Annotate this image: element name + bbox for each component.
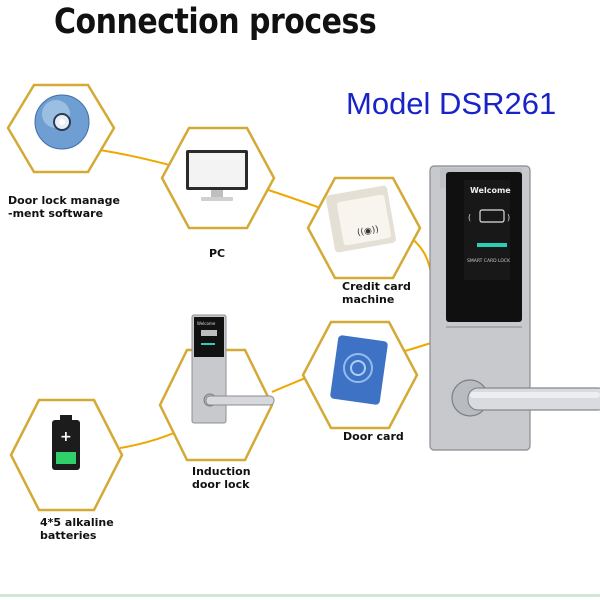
- label-batteries: 4*5 alkaline batteries: [40, 516, 114, 542]
- cd-icon: [34, 94, 90, 150]
- label-batteries-line1: 4*5 alkaline: [40, 516, 114, 529]
- svg-text:(: (: [468, 213, 471, 222]
- label-door-card: Door card: [343, 430, 404, 443]
- model-name: Model DSR261: [346, 86, 557, 121]
- label-software-line2: -ment software: [8, 207, 104, 220]
- page-title: Connection process: [54, 2, 377, 43]
- label-pc: PC: [209, 247, 226, 260]
- svg-text:+: +: [60, 429, 72, 445]
- label-credit-card-machine-line1: Credit card: [342, 280, 411, 293]
- rfid-card-icon: [330, 335, 388, 405]
- svg-text:((◉)): ((◉)): [356, 225, 379, 239]
- label-induction-lock-line1: Induction: [192, 465, 251, 478]
- monitor-icon: [186, 150, 248, 201]
- label-credit-card-machine: Credit card machine: [342, 280, 411, 306]
- label-induction-lock-line2: door lock: [192, 478, 250, 491]
- card-reader-icon: ((◉)): [326, 185, 396, 253]
- large-lock-brand: SMART CARD LOCK: [467, 258, 511, 264]
- large-lock-welcome: Welcome: [470, 186, 511, 195]
- label-credit-card-machine-line2: machine: [342, 293, 395, 306]
- large-door-lock: Welcome ( ) SMART CARD LOCK: [429, 165, 600, 451]
- svg-text:): ): [507, 213, 510, 222]
- battery-icon: +: [52, 415, 80, 470]
- label-software: Door lock manage -ment software: [8, 194, 120, 220]
- label-induction-lock: Induction door lock: [192, 465, 251, 491]
- small-lock-icon: Welcome: [191, 314, 275, 424]
- small-lock-welcome: Welcome: [197, 321, 216, 326]
- label-batteries-line2: batteries: [40, 529, 97, 542]
- label-software-line1: Door lock manage: [8, 194, 120, 207]
- bottom-divider: [0, 594, 600, 597]
